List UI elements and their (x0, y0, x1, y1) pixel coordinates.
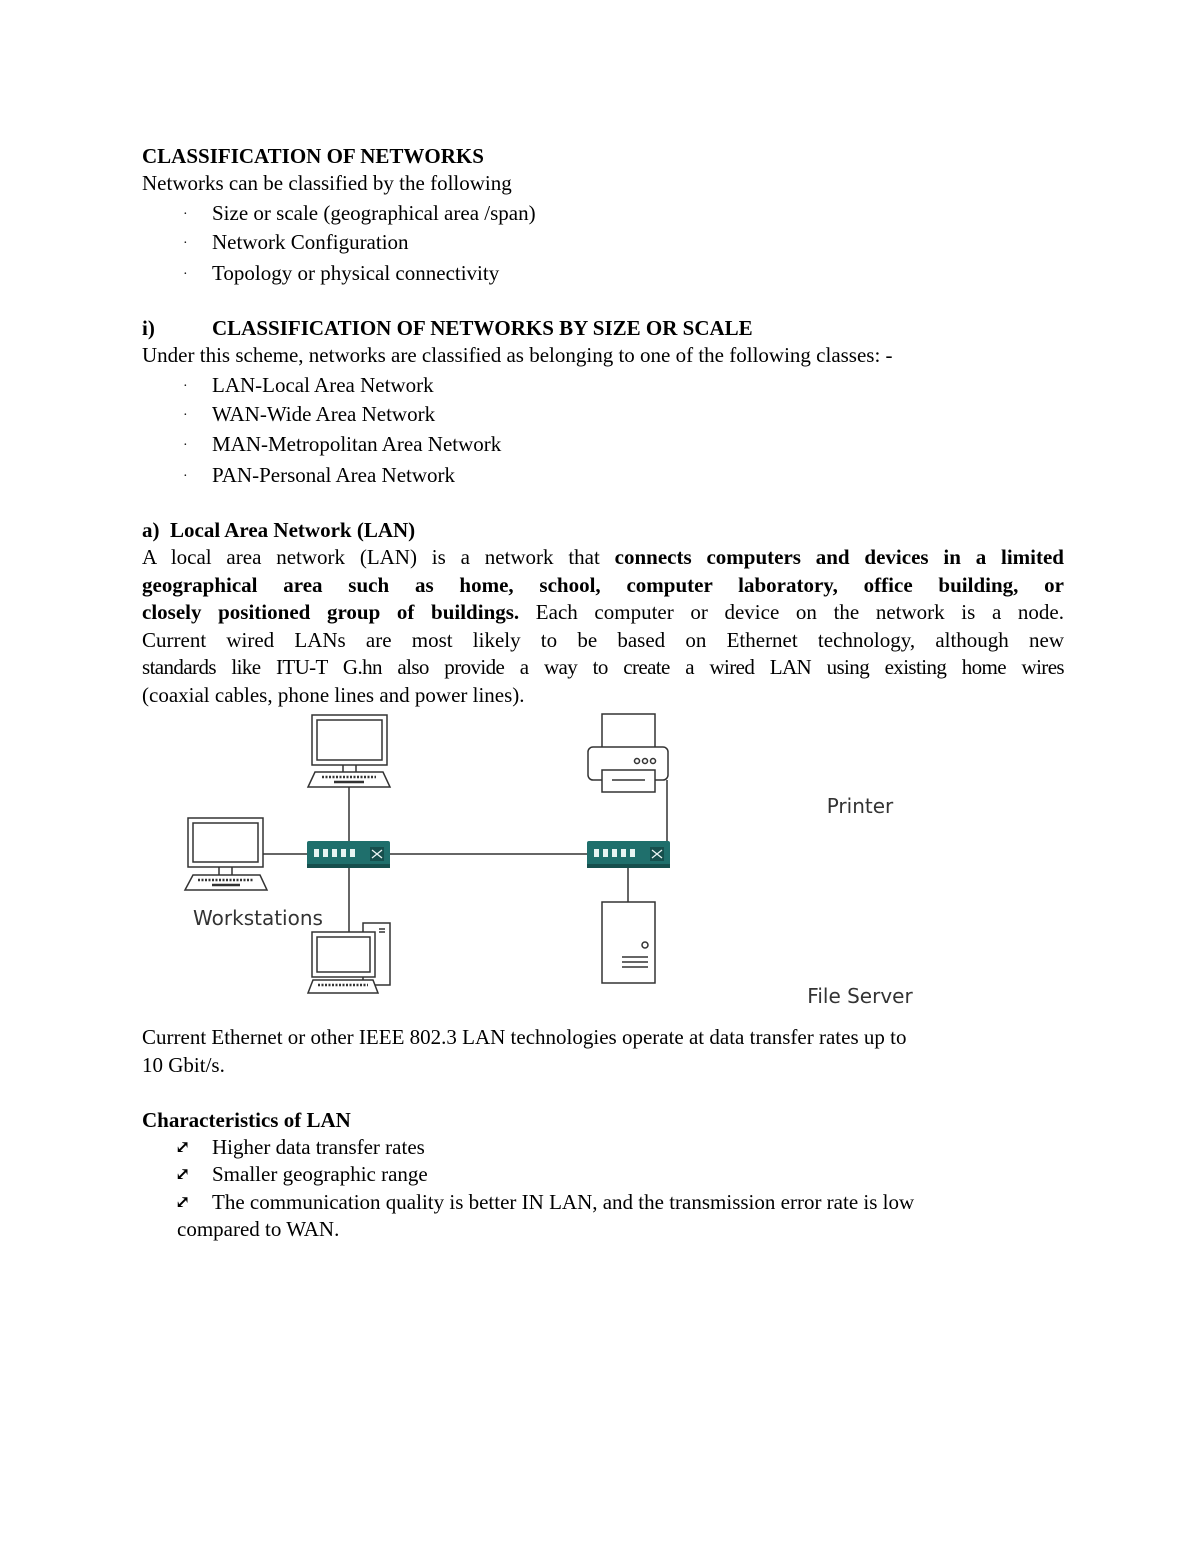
list-item: Network Configuration (212, 230, 409, 254)
file-server-label: File Server (807, 984, 913, 1008)
paragraph-line: closely positioned group of buildings. E… (142, 599, 1064, 625)
list-item: PAN-Personal Area Network (212, 463, 456, 487)
scheme-intro: Under this scheme, networks are classifi… (142, 343, 893, 367)
workstations-label: Workstations (193, 906, 323, 930)
list-item: The communication quality is better IN L… (212, 1190, 915, 1214)
paragraph-line: Current Ethernet or other IEEE 802.3 LAN… (142, 1025, 907, 1049)
diagonal-arrow-icon: ⤢ (175, 1192, 191, 1212)
laptop-icon (183, 817, 269, 891)
cable-lines (263, 780, 668, 932)
paragraph-line: (coaxial cables, phone lines and power l… (142, 683, 525, 707)
list-item: Topology or physical connectivity (212, 261, 500, 285)
paragraph-line: 10 Gbit/s. (142, 1053, 225, 1077)
bullet-icon: · (183, 469, 188, 484)
network-switch-icon (587, 841, 670, 868)
list-item: LAN-Local Area Network (212, 373, 434, 397)
section-number: i) (142, 316, 155, 340)
diagonal-arrow-icon: ⤢ (175, 1164, 191, 1184)
bold-text-span: closely positioned group of buildings. (142, 600, 520, 624)
lan-heading: a) Local Area Network (LAN) (142, 518, 416, 542)
printer-icon (587, 713, 669, 793)
paragraph-line: standards like ITU-T G.hn also provide a… (142, 655, 1065, 679)
intro-text: Networks can be classified by the follow… (142, 171, 512, 195)
bold-text-span: connects computers and devices in a limi… (614, 545, 1064, 569)
page-title: CLASSIFICATION OF NETWORKS (142, 144, 484, 168)
laptop-icon (306, 714, 392, 788)
list-item: Size or scale (geographical area /span) (212, 201, 536, 225)
text-span: A local area network (LAN) is a network … (142, 545, 615, 569)
list-item-continuation: compared to WAN. (177, 1217, 340, 1241)
lan-diagram: Workstations Printer File Server (183, 713, 913, 1008)
paragraph-line: geographical area such as home, school, … (142, 573, 1064, 597)
characteristics-heading: Characteristics of LAN (142, 1108, 351, 1132)
paragraph-line: Current wired LANs are most likely to be… (142, 628, 1064, 652)
network-switch-icon (307, 841, 390, 868)
file-server-icon (601, 901, 656, 984)
bullet-icon: · (183, 207, 188, 222)
list-item: Higher data transfer rates (212, 1135, 425, 1159)
bullet-icon: · (183, 267, 188, 282)
printer-label: Printer (827, 794, 894, 818)
list-item: WAN-Wide Area Network (212, 402, 436, 426)
bullet-icon: · (183, 438, 188, 453)
section-heading: CLASSIFICATION OF NETWORKS BY SIZE OR SC… (212, 316, 753, 340)
bullet-icon: · (183, 236, 188, 251)
paragraph-line: A local area network (LAN) is a network … (142, 544, 1064, 570)
diagonal-arrow-icon: ⤢ (175, 1137, 191, 1157)
text-span: Each computer or device on the network i… (519, 600, 1064, 624)
list-item: Smaller geographic range (212, 1162, 428, 1186)
bullet-icon: · (183, 379, 188, 394)
desktop-computer-icon (306, 922, 391, 994)
bullet-icon: · (183, 408, 188, 423)
list-item: MAN-Metropolitan Area Network (212, 432, 502, 456)
